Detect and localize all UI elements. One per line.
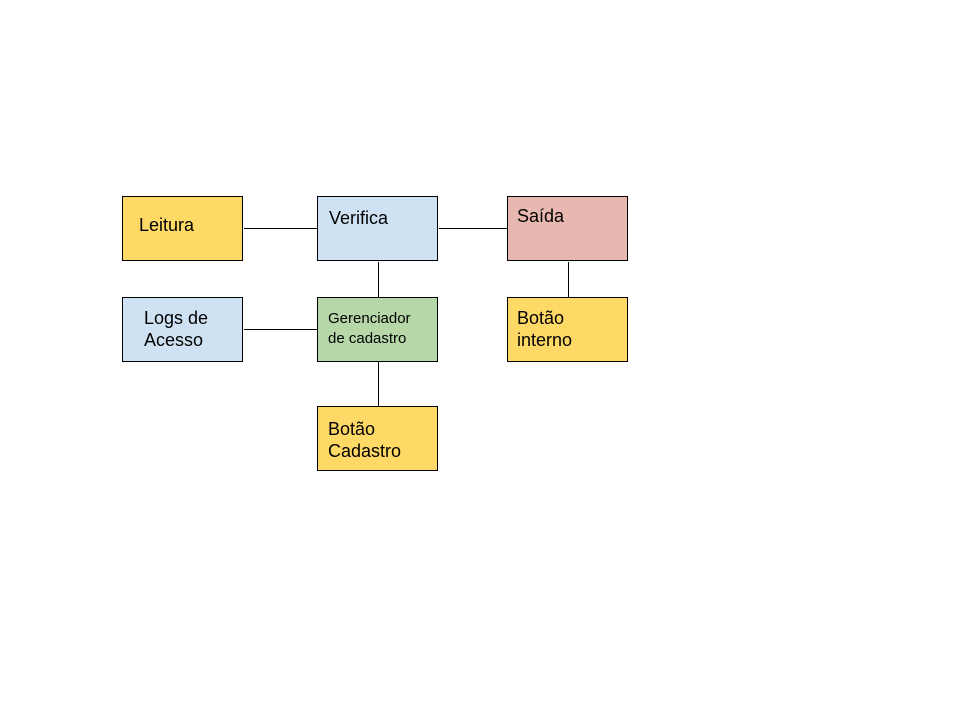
node-gerenciador-label: Gerenciador de cadastro <box>328 310 411 347</box>
node-logs-label: Logs de Acesso <box>144 308 209 350</box>
node-gerenciador-de-cadastro: Gerenciador de cadastro <box>317 297 438 362</box>
edge-gerenciador-botao-cadastro <box>378 362 379 406</box>
node-botao-interno: Botão interno <box>507 297 628 362</box>
node-leitura-label: Leitura <box>139 215 195 235</box>
node-botao-interno-label: Botão interno <box>517 308 573 350</box>
node-verifica-label: Verifica <box>329 208 389 228</box>
node-logs-de-acesso: Logs de Acesso <box>122 297 243 362</box>
node-botao-cadastro: Botão Cadastro <box>317 406 438 471</box>
edge-leitura-verifica <box>244 228 317 229</box>
edge-saida-botao-interno <box>568 262 569 298</box>
node-verifica: Verifica <box>317 196 438 261</box>
node-botao-cadastro-label: Botão Cadastro <box>328 419 402 461</box>
node-leitura: Leitura <box>122 196 243 261</box>
node-saida-label: Saída <box>517 206 565 226</box>
edge-verifica-gerenciador <box>378 262 379 298</box>
edge-verifica-saida <box>439 228 508 229</box>
node-saida: Saída <box>507 196 628 261</box>
edge-logs-gerenciador <box>244 329 317 330</box>
